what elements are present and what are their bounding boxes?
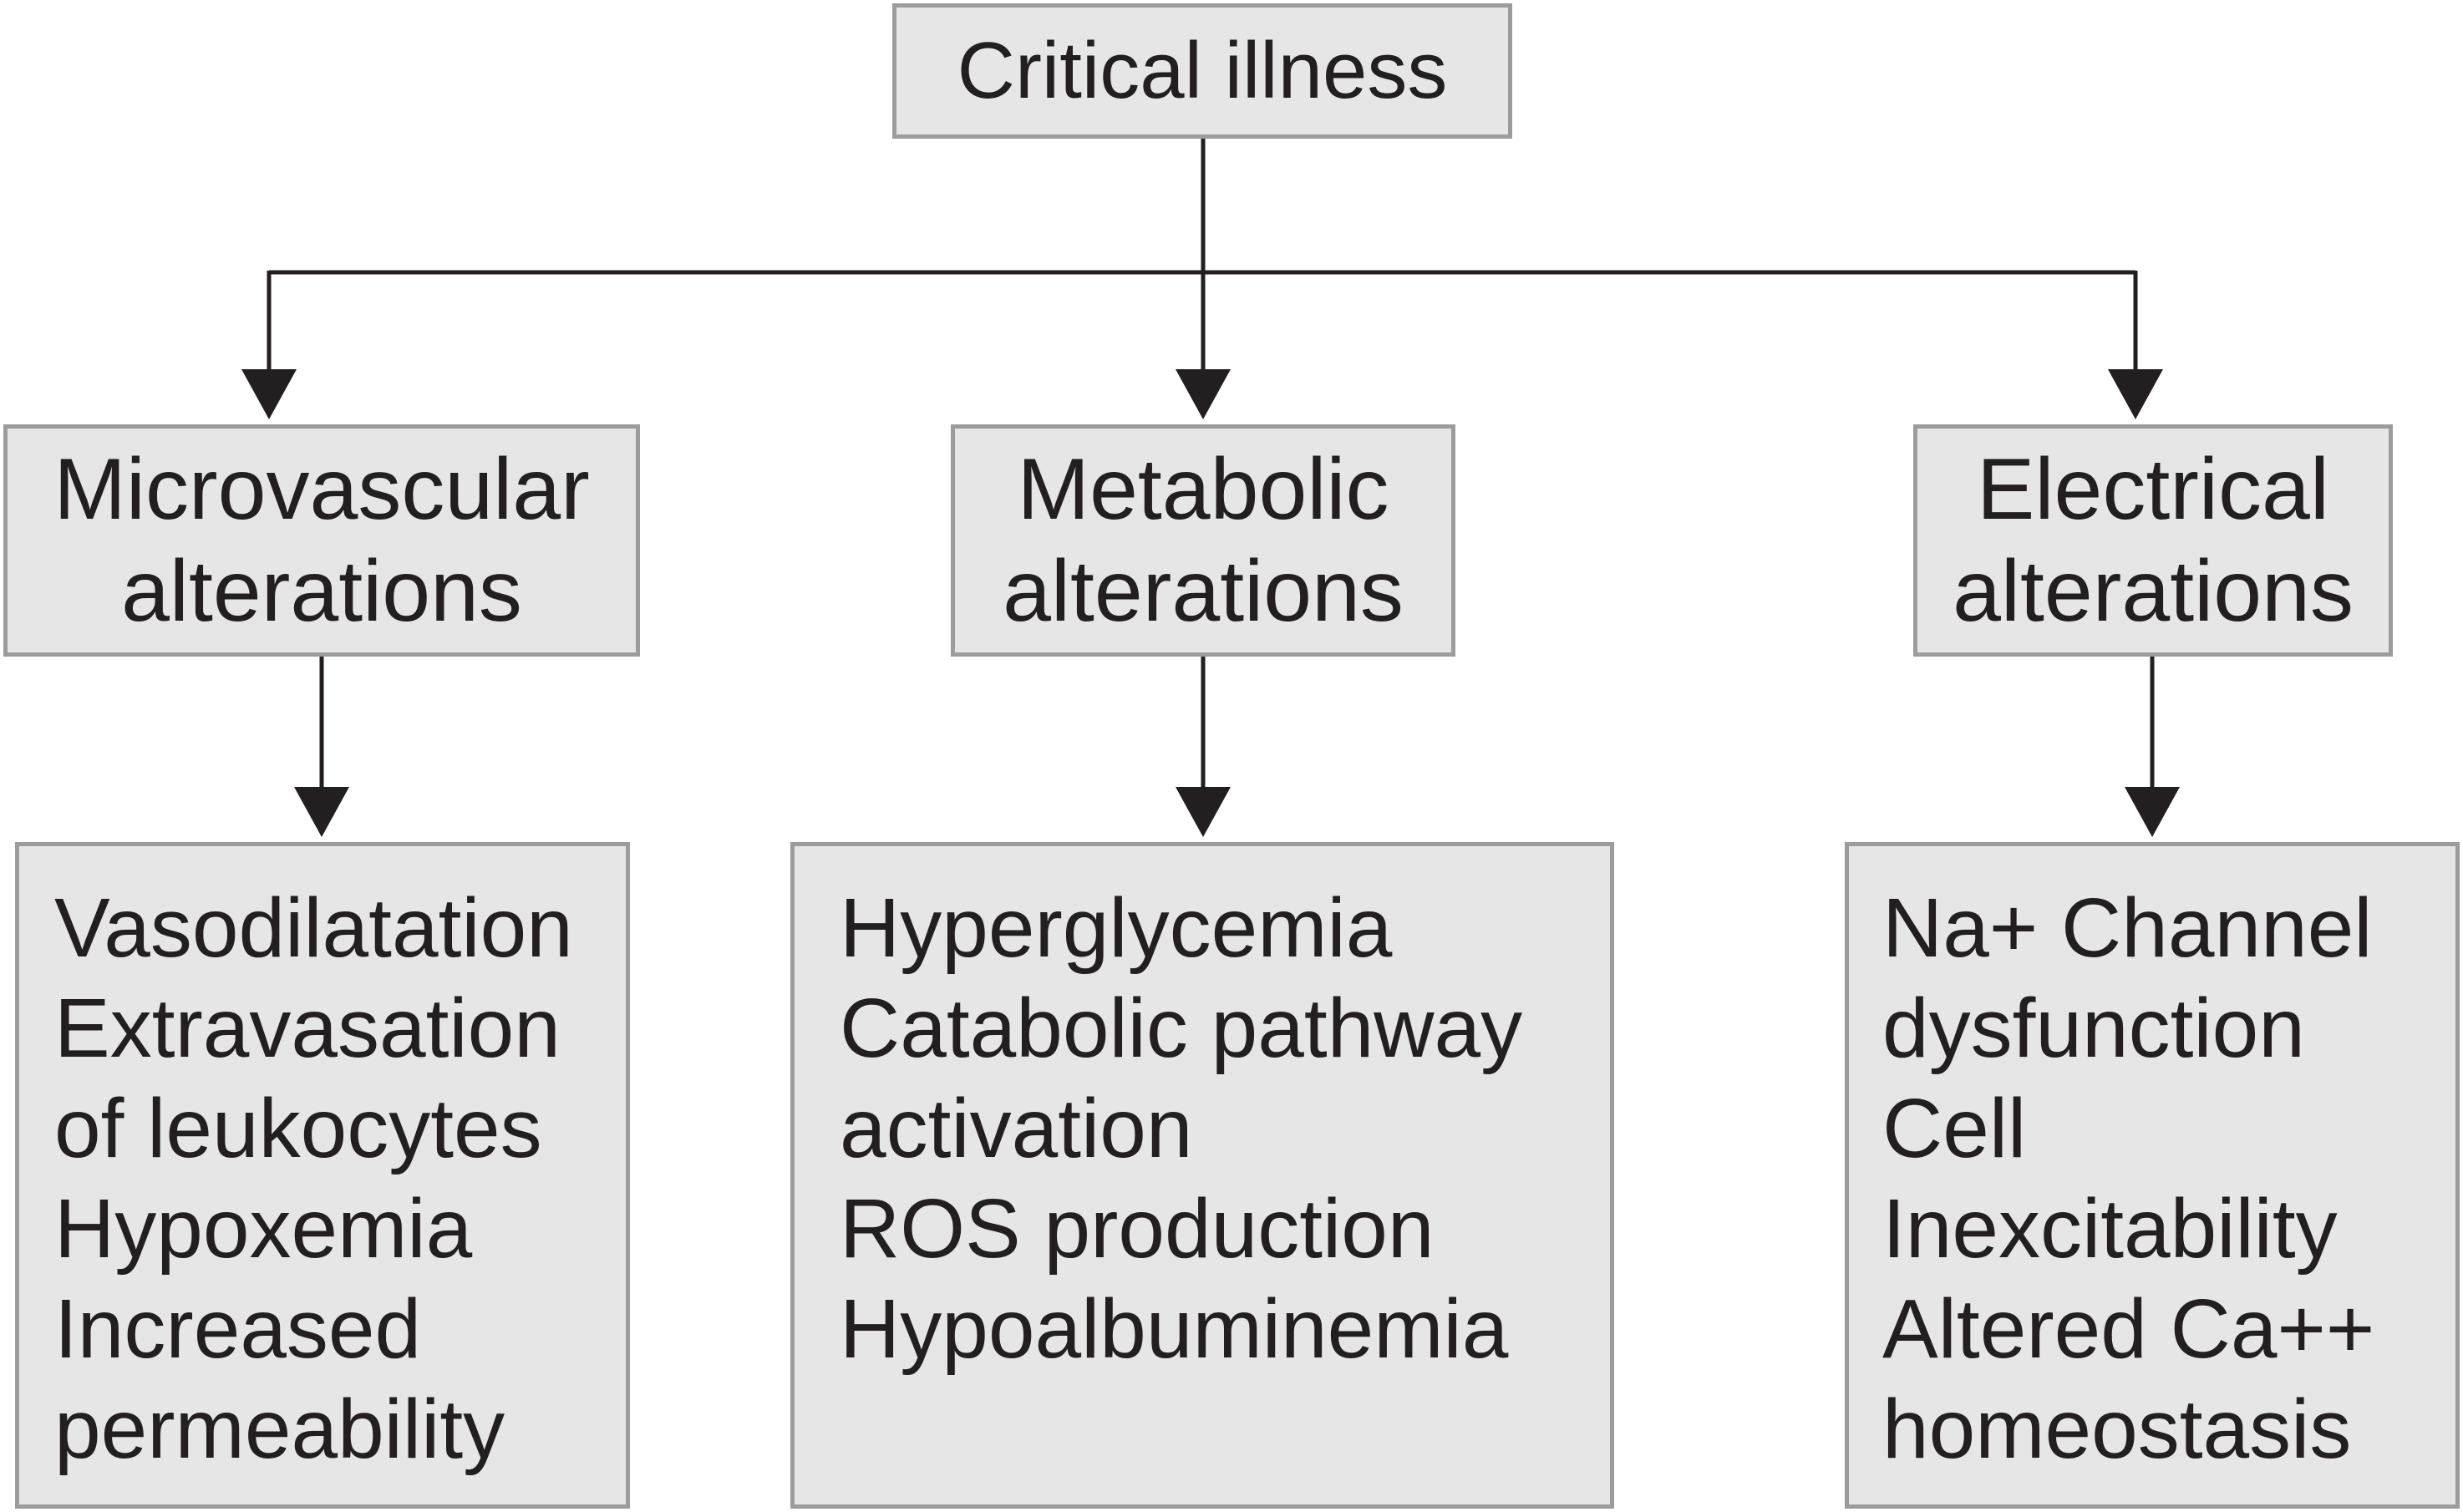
list-item: Vasodilatation [54, 881, 573, 975]
category-title-line: alterations [1953, 543, 2354, 640]
root-box: Critical illness [892, 3, 1512, 139]
list-item: permeability [54, 1383, 505, 1476]
list-box-microvascular: Vasodilatation Extravasation of leukocyt… [15, 842, 630, 1509]
list-item: Na+ Channel [1882, 881, 2373, 975]
list-item: ROS production [840, 1182, 1435, 1276]
category-box-metabolic: Metabolic alterations [951, 424, 1455, 657]
list-item: Cell [1882, 1082, 2027, 1175]
category-title-line: Electrical [1977, 441, 2329, 538]
arrowhead-microvascular [241, 369, 297, 419]
list-item: Altered Ca++ [1882, 1282, 2375, 1376]
list-item: activation [840, 1082, 1193, 1175]
arrowhead-metabolic [1176, 369, 1231, 419]
category-box-microvascular: Microvascular alterations [3, 424, 640, 657]
arrowhead-metabolic-list [1176, 787, 1231, 837]
list-box-electrical: Na+ Channel dysfunction Cell Inexcitabil… [1845, 842, 2460, 1509]
list-item: Hypoxemia [54, 1182, 473, 1276]
list-item: homeostasis [1882, 1383, 2352, 1476]
list-item: Hypoalbuminemia [840, 1282, 1509, 1376]
list-item: dysfunction [1882, 982, 2305, 1075]
list-item: of leukocytes [54, 1082, 542, 1175]
list-box-metabolic: Hyperglycemia Catabolic pathway activati… [790, 842, 1614, 1509]
list-item: Catabolic pathway [840, 982, 1523, 1075]
arrowhead-electrical-list [2125, 787, 2180, 837]
category-title-line: Metabolic [1017, 441, 1389, 538]
category-title-line: Microvascular [53, 441, 590, 538]
list-item: Hyperglycemia [840, 881, 1393, 975]
list-item: Extravasation [54, 982, 561, 1075]
electrical-effects-list: Na+ Channel dysfunction Cell Inexcitabil… [1882, 878, 2374, 1479]
list-item: Inexcitability [1882, 1182, 2338, 1276]
metabolic-effects-list: Hyperglycemia Catabolic pathway activati… [840, 878, 1522, 1379]
microvascular-effects-list: Vasodilatation Extravasation of leukocyt… [54, 878, 573, 1479]
category-box-electrical: Electrical alterations [1913, 424, 2393, 657]
root-label: Critical illness [957, 26, 1448, 115]
list-item: Increased [54, 1282, 422, 1376]
category-title-line: alterations [121, 543, 522, 640]
arrowhead-microvascular-list [294, 787, 349, 837]
category-title-line: alterations [1003, 543, 1404, 640]
arrowhead-electrical [2108, 369, 2163, 419]
